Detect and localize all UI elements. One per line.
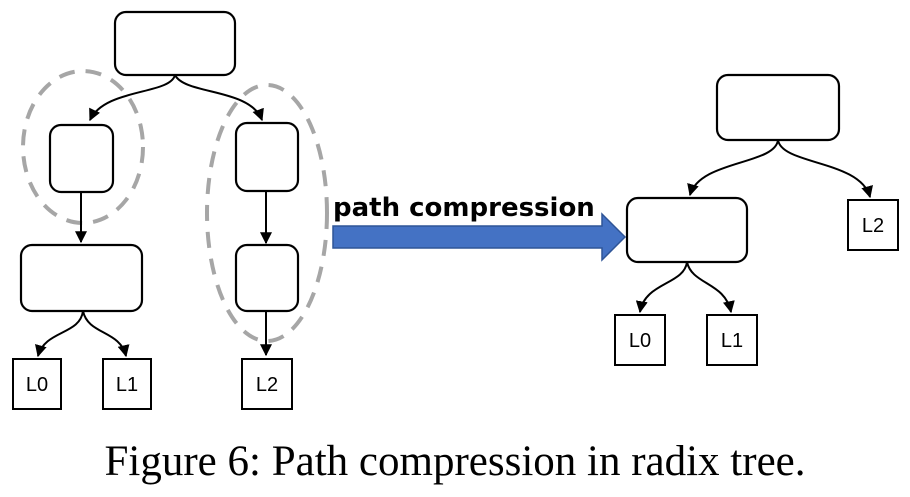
edge-root-to-right [174, 74, 264, 122]
compression-outline-right [205, 83, 329, 343]
radix-tree-diagram: L0 L1 L2 path compression L2 L0 L1 [12, 10, 899, 410]
leaf-l2-label: L2 [256, 374, 278, 396]
leaf-l1-compressed [706, 314, 758, 366]
arrow-label: path compression [333, 193, 595, 223]
root-node-compressed [715, 73, 841, 142]
after-tree: L2 L0 L1 [614, 73, 899, 366]
compressed-node [625, 196, 749, 264]
figure-caption: Figure 6: Path compression in radix tree… [104, 438, 806, 485]
edge-node-to-l0 [635, 261, 688, 314]
edge-node-to-l1 [686, 261, 735, 314]
path-compression-arrow: path compression [332, 193, 627, 262]
edge-inner-to-l0 [35, 310, 84, 358]
left-child-node [48, 123, 115, 194]
edge-inner-to-l1 [82, 310, 130, 358]
leaf-l2-compressed [847, 199, 899, 251]
right-mid-node [234, 243, 300, 313]
right-child-node [234, 121, 300, 193]
edge-root2-to-node [687, 139, 779, 197]
leaf-l1-compressed-label: L1 [721, 330, 743, 352]
leaf-l0-label: L0 [26, 374, 48, 396]
root-node [113, 10, 237, 77]
arrow-shape [332, 212, 627, 262]
leaf-l1 [102, 358, 152, 410]
inner-node [19, 243, 144, 313]
leaf-l0-compressed-label: L0 [629, 330, 651, 352]
before-tree: L0 L1 L2 [12, 10, 329, 410]
leaf-l2 [241, 358, 293, 410]
leaf-l0-compressed [614, 314, 666, 366]
edge-root-to-left [89, 74, 176, 122]
compression-outline-left [21, 69, 145, 225]
leaf-l1-label: L1 [116, 374, 138, 396]
leaf-l2-compressed-label: L2 [862, 215, 884, 237]
edge-root2-to-l2 [777, 139, 873, 199]
leaf-l0 [12, 358, 62, 410]
